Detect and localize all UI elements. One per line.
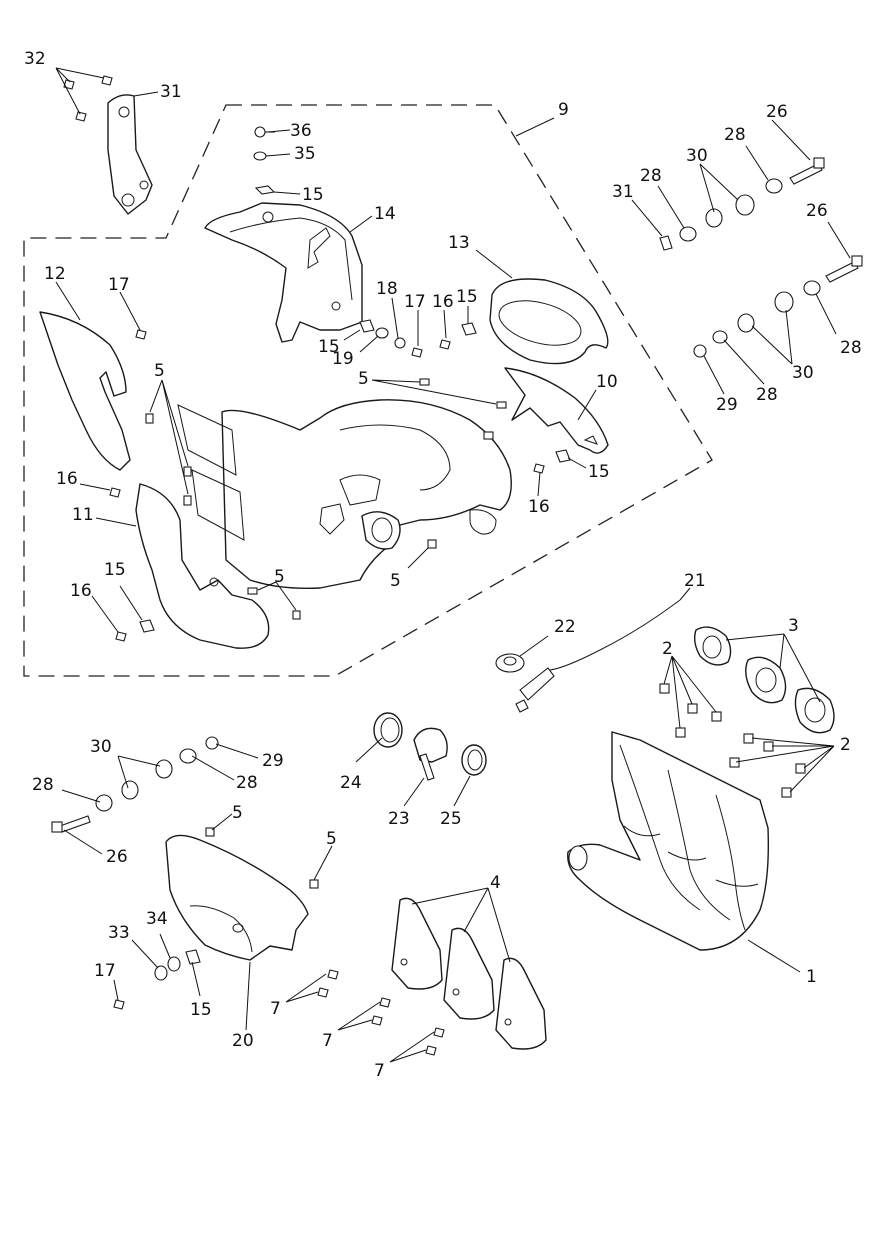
part-clip-15-top (254, 185, 276, 195)
callout-35: 35 (294, 144, 316, 164)
part-screw-16-left (109, 487, 121, 498)
callout-23: 23 (388, 809, 410, 829)
callout-33: 33 (108, 923, 130, 943)
part-gasket-25 (461, 744, 487, 776)
callout-4: 4 (490, 873, 501, 893)
part-grommets-5-upper (145, 378, 507, 620)
callout-26-b: 26 (766, 102, 788, 122)
callout-14: 14 (374, 204, 396, 224)
part-cover-10 (504, 367, 609, 454)
callout-28-a: 30 (90, 737, 112, 757)
callout-27-a: 28 (236, 773, 258, 793)
callout-36: 36 (290, 121, 312, 141)
part-screws-32 (63, 75, 113, 122)
part-screws-7 (317, 969, 445, 1056)
part-side-guard-12 (39, 311, 131, 471)
callout-7-b: 7 (322, 1031, 333, 1051)
callout-15-b: 15 (456, 287, 478, 307)
callout-17-c: 17 (94, 961, 116, 981)
callout-7-c: 7 (374, 1061, 385, 1081)
callout-32: 32 (24, 49, 46, 69)
part-ring-13 (489, 278, 609, 365)
leader-lines (55, 67, 851, 1063)
callout-1: 1 (806, 967, 817, 987)
callout-26-c: 26 (806, 201, 828, 221)
callout-27-b: 28 (32, 775, 54, 795)
callout-16-c: 16 (528, 497, 550, 517)
callout-28-b: 30 (686, 146, 708, 166)
part-sensor-21 (515, 599, 681, 713)
part-mount-hardware-26-29-lower (693, 255, 863, 358)
callout-numbers: 32 31 9 36 35 15 14 13 12 17 18 17 16 15… (24, 49, 862, 1081)
callout-31: 31 (160, 82, 182, 102)
callout-27-d: 28 (640, 166, 662, 186)
part-header-pipes-1 (567, 731, 770, 951)
callout-9: 9 (558, 100, 569, 120)
part-clip-15-lower (139, 619, 155, 633)
callout-16-b: 16 (56, 469, 78, 489)
callout-29-b: 29 (716, 395, 738, 415)
part-silencer-body (177, 399, 512, 589)
callout-24: 24 (340, 773, 362, 793)
callout-19: 19 (332, 349, 354, 369)
callout-17-a: 17 (108, 275, 130, 295)
part-bracket-31 (107, 94, 153, 215)
callout-11: 11 (72, 505, 94, 525)
callout-15-e: 15 (104, 560, 126, 580)
part-washer-35 (253, 151, 267, 161)
callout-12: 12 (44, 264, 66, 284)
part-washers-33-34 (113, 949, 201, 1010)
callout-21: 21 (684, 571, 706, 591)
callout-5-c: 5 (390, 571, 401, 591)
part-grommet-22 (495, 653, 525, 673)
part-screw-16-lower (115, 631, 127, 642)
part-shields-4 (391, 897, 547, 1050)
part-mount-hardware-left (51, 736, 219, 833)
part-lower-guard-11 (135, 483, 270, 649)
callout-16-d: 16 (70, 581, 92, 601)
callout-2-a: 2 (662, 639, 673, 659)
callout-28-c: 30 (792, 363, 814, 383)
part-nuts-2 (659, 683, 806, 798)
callout-5-b: 5 (358, 369, 369, 389)
callout-18: 18 (376, 279, 398, 299)
callout-5-d: 5 (274, 567, 285, 587)
callout-5-f: 5 (326, 829, 337, 849)
callout-30: 31 (612, 182, 634, 202)
callout-3: 3 (788, 616, 799, 636)
part-screw-17-a (135, 329, 147, 340)
callout-29-a: 29 (262, 751, 284, 771)
callout-15-d: 15 (588, 462, 610, 482)
part-mount-hardware-26-30-upper (659, 157, 825, 251)
callout-13: 13 (448, 233, 470, 253)
callout-15-a: 15 (302, 185, 324, 205)
callout-7-a: 7 (270, 999, 281, 1019)
callout-26-a: 26 (106, 847, 128, 867)
callout-20: 20 (232, 1031, 254, 1051)
callout-17-b: 17 (404, 292, 426, 312)
callout-5-a: 5 (154, 361, 165, 381)
subassembly-9-outline (23, 104, 713, 677)
callout-22: 22 (554, 617, 576, 637)
part-gaskets-3 (693, 626, 835, 734)
callout-15-c: 15 (318, 337, 340, 357)
callout-2-b: 2 (840, 735, 851, 755)
part-heat-shield-20 (165, 827, 319, 961)
callout-25: 25 (440, 809, 462, 829)
callout-27-c: 28 (724, 125, 746, 145)
callout-34: 34 (146, 909, 168, 929)
callout-10: 10 (596, 372, 618, 392)
part-clips-screws-15-19 (359, 319, 571, 474)
callout-27-e: 28 (840, 338, 862, 358)
callout-5-e: 5 (232, 803, 243, 823)
part-clamp-23 (413, 727, 448, 781)
callout-16-a: 16 (432, 292, 454, 312)
callout-15-f: 15 (190, 1000, 212, 1020)
callout-27-f: 28 (756, 385, 778, 405)
part-heat-shield-14 (204, 202, 363, 343)
